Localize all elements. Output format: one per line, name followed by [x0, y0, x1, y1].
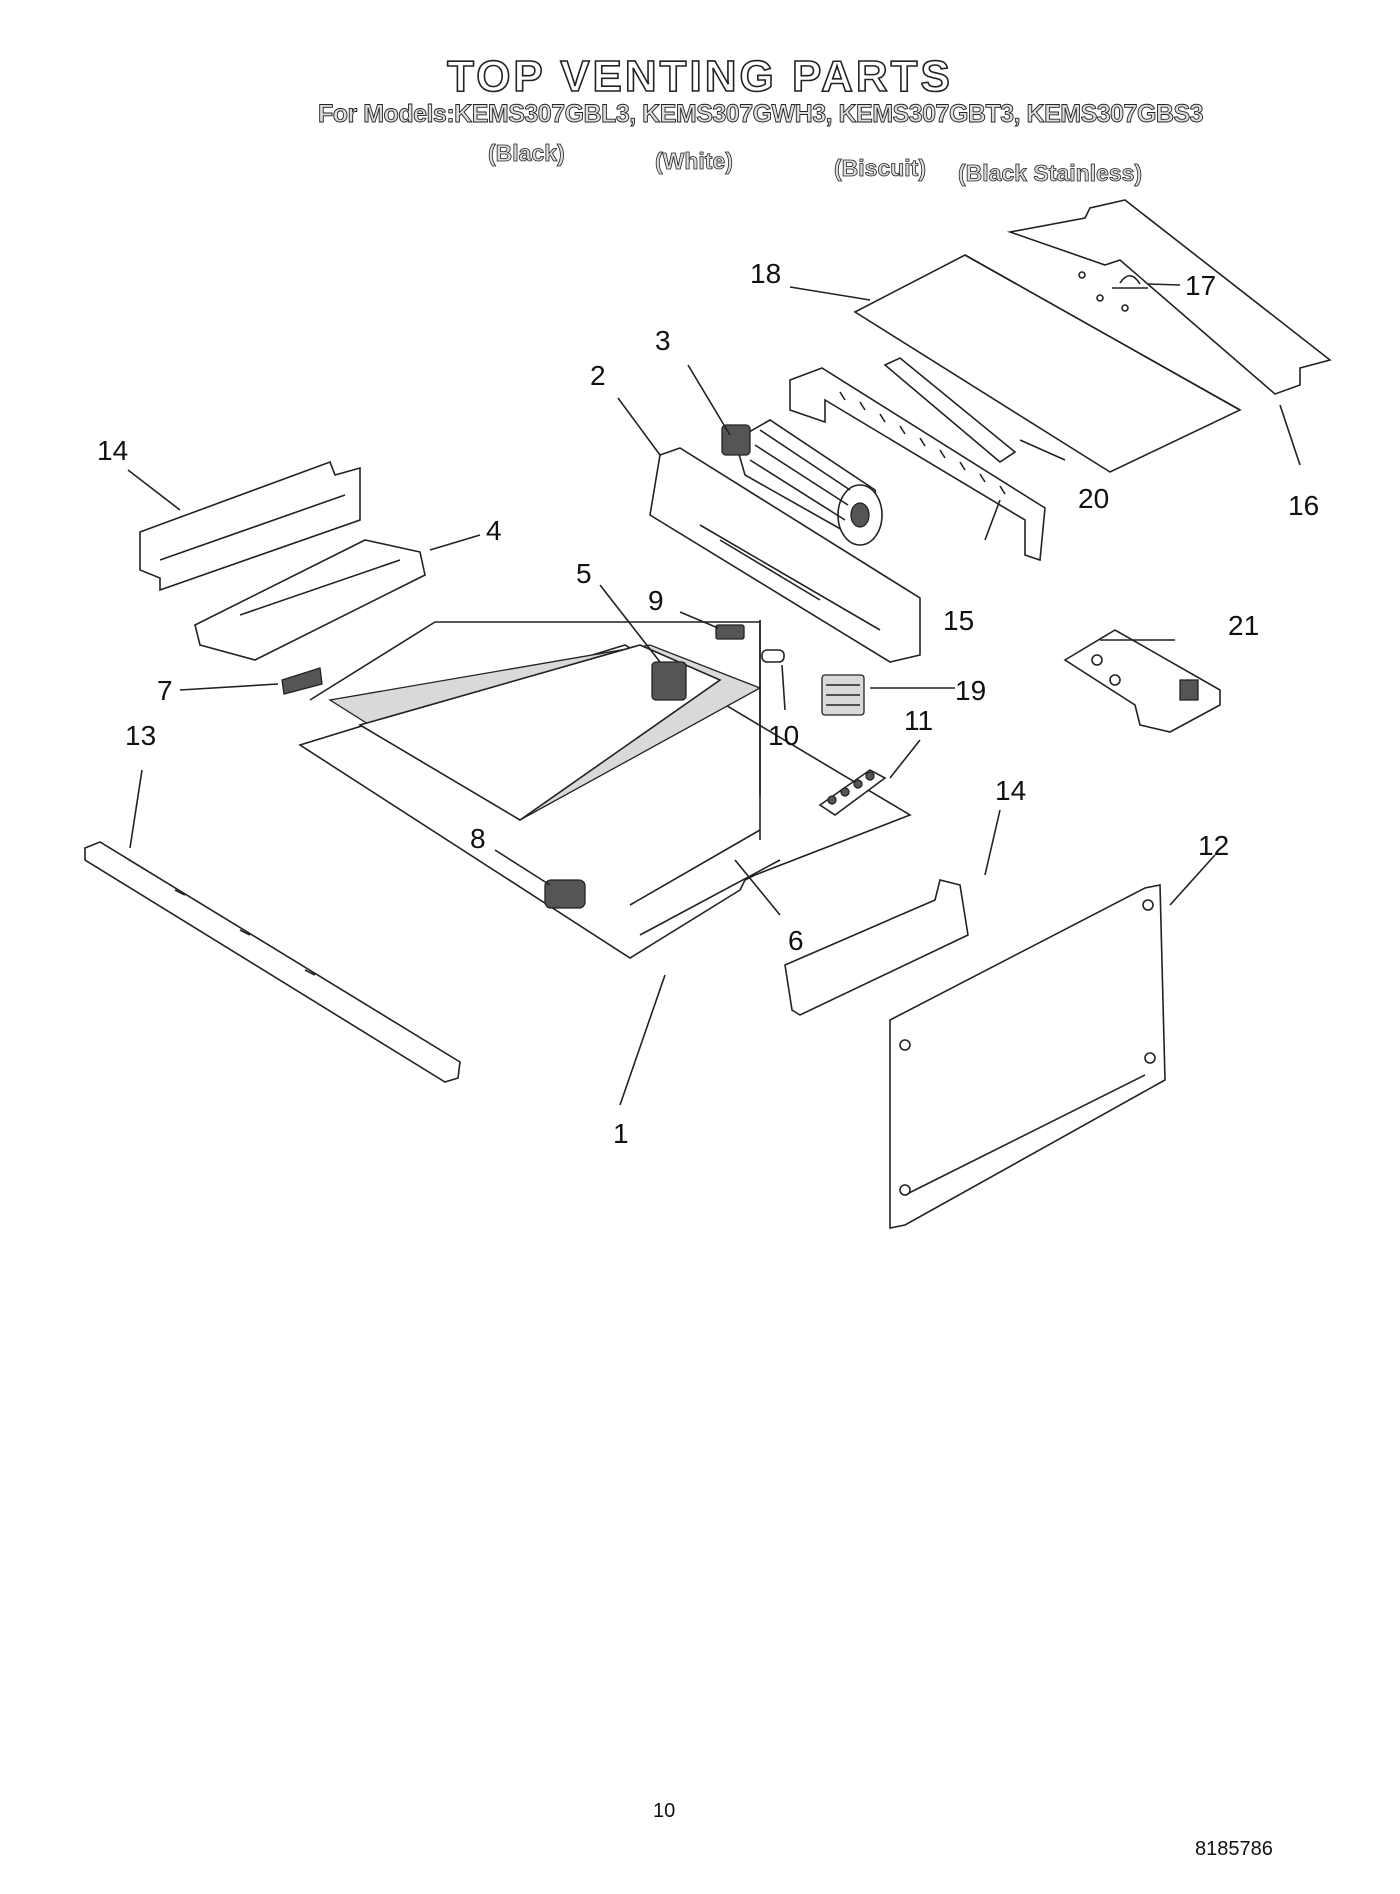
color-biscuit: (Biscuit) [834, 155, 927, 182]
callout-21: 21 [1228, 610, 1259, 641]
color-black: (Black) [488, 140, 566, 167]
part-20-strip [883, 357, 1017, 463]
callout-18: 18 [750, 258, 781, 289]
callout-10: 10 [768, 720, 799, 751]
part-3-blower-motor [721, 419, 883, 546]
leader-lines [127, 283, 1301, 1106]
part-16-top-panel [1006, 199, 1332, 395]
callout-14-right: 14 [995, 775, 1026, 806]
part-18-plate [853, 254, 1242, 473]
page-number: 10 [653, 1800, 676, 1822]
callout-6: 6 [788, 925, 804, 956]
callout-19: 19 [955, 675, 986, 706]
part-1-6-frame [298, 620, 912, 959]
part-9-terminal [715, 624, 745, 640]
part-7-clip [281, 667, 323, 695]
callout-7: 7 [157, 675, 173, 706]
callout-2: 2 [590, 360, 606, 391]
diagram-title: TOP VENTING PARTS [446, 51, 953, 102]
callout-1: 1 [613, 1118, 629, 1149]
callout-4: 4 [486, 515, 502, 546]
callout-14-left: 14 [97, 435, 128, 466]
callout-20: 20 [1078, 483, 1109, 514]
callout-3: 3 [655, 325, 671, 356]
part-21-bracket [1063, 629, 1221, 733]
part-11-terminal-block [818, 769, 887, 816]
part-13-trim [84, 841, 461, 1083]
models-line: For Models:KEMS307GBL3, KEMS307GWH3, KEM… [318, 100, 1204, 129]
part-5-switch [651, 661, 687, 701]
callout-9: 9 [648, 585, 664, 616]
part-19-transformer [821, 674, 865, 716]
part-15-bracket [789, 367, 1046, 562]
part-14-right-bracket [784, 879, 969, 1016]
color-white: (White) [655, 148, 734, 175]
color-black-stainless: (Black Stainless) [958, 160, 1143, 187]
part-12-rear-panel [889, 884, 1166, 1229]
callout-11: 11 [904, 705, 933, 736]
part-14-left-bracket [139, 460, 361, 592]
callout-numbers: 1 2 3 4 5 6 7 8 9 10 11 12 13 14 14 15 1… [97, 258, 1319, 1149]
callout-15: 15 [943, 605, 974, 636]
document-number: 8185786 [1195, 1838, 1273, 1860]
part-2-duct [649, 447, 921, 663]
part-8-switch [544, 879, 586, 909]
callout-5: 5 [576, 558, 592, 589]
part-10-fuse [761, 649, 785, 663]
callout-13: 13 [125, 720, 156, 751]
callout-16: 16 [1288, 490, 1319, 521]
callout-8: 8 [470, 823, 486, 854]
callout-12: 12 [1198, 830, 1229, 861]
part-4-tray [194, 539, 426, 661]
part-17-clip [1112, 274, 1148, 289]
callout-17: 17 [1185, 270, 1216, 301]
